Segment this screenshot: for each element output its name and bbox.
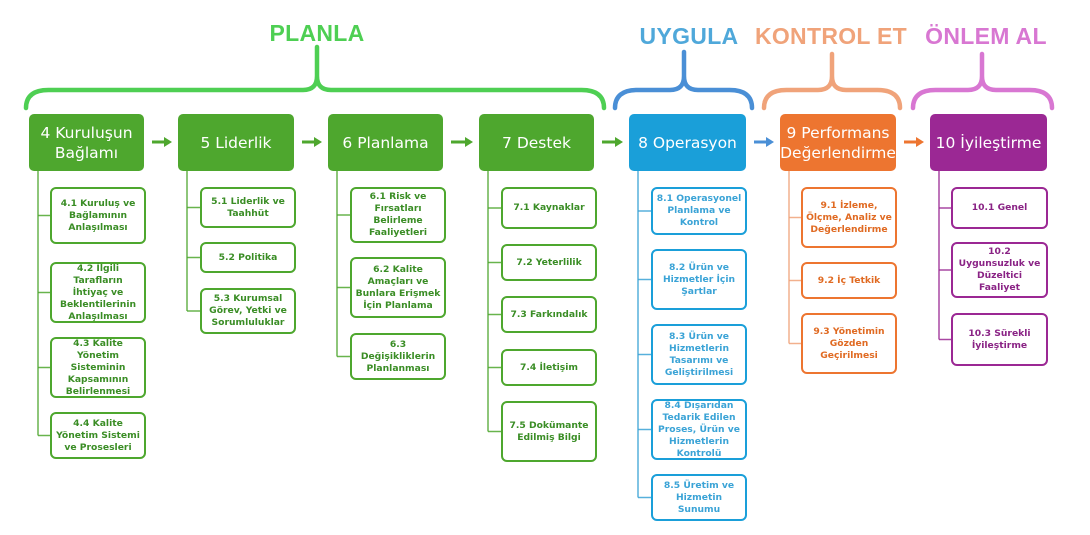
sub-clause-9-3: 9.3 Yönetimin Gözden Geçirilmesi (801, 313, 897, 374)
clause-box-8-operasyon: 8 Operasyon (629, 114, 746, 171)
phase-label-planla: PLANLA (269, 20, 365, 46)
arrow-head-8-to-9 (766, 137, 774, 147)
sub-clause-7-3: 7.3 Farkındalık (501, 296, 597, 333)
sub-clause-6-1: 6.1 Risk ve Fırsatları Belirleme Faaliye… (350, 187, 446, 243)
sub-clause-5-3: 5.3 Kurumsal Görev, Yetki ve Sorumlulukl… (200, 288, 296, 334)
brace-onlem-al (910, 51, 1055, 111)
sub-clause-5-1: 5.1 Liderlik ve Taahhüt (200, 187, 296, 228)
arrow-head-4-to-5 (164, 137, 172, 147)
sub-clause-4-2: 4.2 İlgili Tarafların İhtiyaç ve Beklent… (50, 262, 146, 323)
sub-clause-8-2: 8.2 Ürün ve Hizmetler İçin Şartlar (651, 249, 747, 310)
sub-clause-7-2: 7.2 Yeterlilik (501, 244, 597, 281)
sub-clause-8-1: 8.1 Operasyonel Planlama ve Kontrol (651, 187, 747, 235)
sub-clause-6-2: 6.2 Kalite Amaçları ve Bunlara Erişmek İ… (350, 257, 446, 318)
brace-uygula (612, 49, 755, 111)
sub-clause-8-4: 8.4 Dışarıdan Tedarik Edilen Proses, Ürü… (651, 399, 747, 460)
clause-box-6-planlama: 6 Planlama (328, 114, 443, 171)
sub-clause-4-4: 4.4 Kalite Yönetim Sistemi ve Prosesleri (50, 412, 146, 459)
sub-clause-4-3: 4.3 Kalite Yönetim Sisteminin Kapsamının… (50, 337, 146, 398)
sub-clause-8-3: 8.3 Ürün ve Hizmetlerin Tasarımı ve Geli… (651, 324, 747, 385)
phase-label-kontrol-et: KONTROL ET (754, 23, 908, 49)
sub-clause-10-2: 10.2 Uygunsuzluk ve Düzeltici Faaliyet (951, 242, 1048, 298)
sub-clause-6-3: 6.3 Değişikliklerin Planlanması (350, 333, 446, 380)
sub-clause-8-5: 8.5 Üretim ve Hizmetin Sunumu (651, 474, 747, 521)
phase-label-uygula: UYGULA (639, 23, 739, 49)
arrow-head-9-to-10 (916, 137, 924, 147)
clause-box-10-iyilestirme: 10 İyileştirme (930, 114, 1047, 171)
arrow-head-6-to-7 (465, 137, 473, 147)
sub-clause-7-4: 7.4 İletişim (501, 349, 597, 386)
clause-box-9-performans-degerlendirme: 9 Performans Değerlendirme (780, 114, 896, 171)
sub-clause-9-1: 9.1 İzleme, Ölçme, Analiz ve Değerlendir… (801, 187, 897, 248)
phase-label-onlem-al: ÖNLEM AL (925, 23, 1047, 49)
brace-kontrol-et (761, 51, 903, 111)
clause-box-4-kurulusun-baglami: 4 Kuruluşun Bağlamı (29, 114, 144, 171)
sub-clause-7-1: 7.1 Kaynaklar (501, 187, 597, 229)
sub-clause-4-1: 4.1 Kuruluş ve Bağlamının Anlaşılması (50, 187, 146, 244)
brace-planla (23, 44, 607, 111)
sub-clause-5-2: 5.2 Politika (200, 242, 296, 273)
arrow-head-5-to-6 (314, 137, 322, 147)
sub-clause-7-5: 7.5 Dokümante Edilmiş Bilgi (501, 401, 597, 462)
sub-clause-9-2: 9.2 İç Tetkik (801, 262, 897, 299)
arrow-head-7-to-8 (615, 137, 623, 147)
clause-box-7-destek: 7 Destek (479, 114, 594, 171)
sub-clause-10-3: 10.3 Sürekli İyileştirme (951, 313, 1048, 366)
clause-box-5-liderlik: 5 Liderlik (178, 114, 294, 171)
sub-clause-10-1: 10.1 Genel (951, 187, 1048, 229)
